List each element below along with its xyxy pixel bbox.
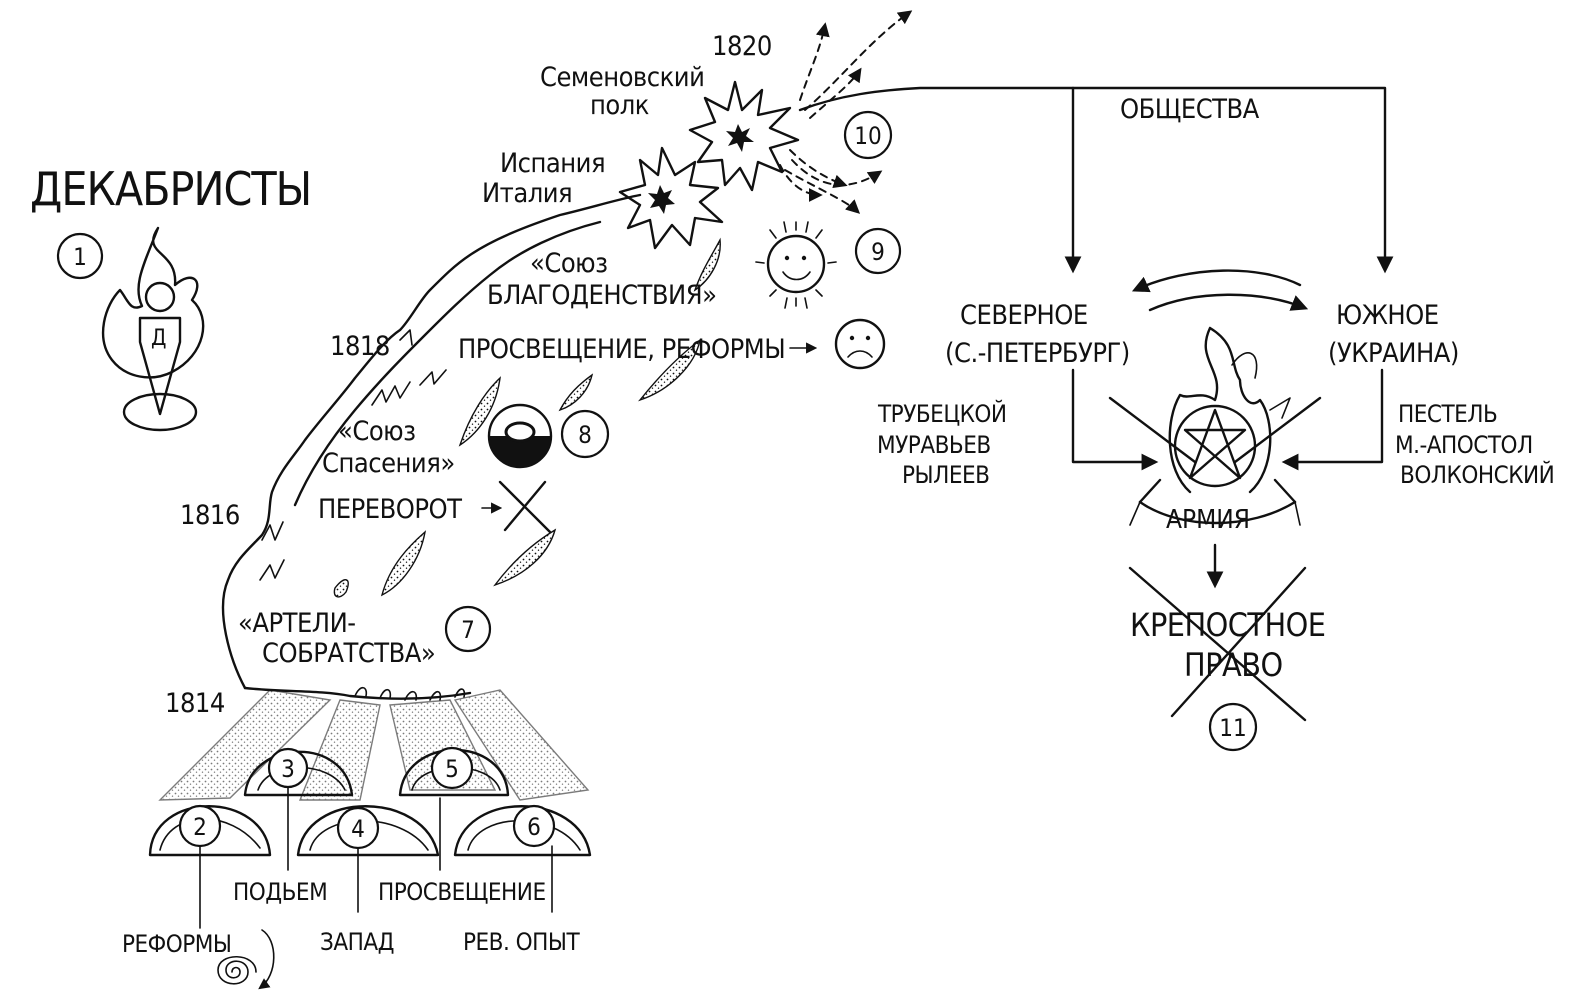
salvation-label-line1: «Союз <box>338 416 416 447</box>
societies-header: ОБЩЕСТВА <box>1120 94 1260 125</box>
svg-text:3: 3 <box>281 755 295 783</box>
number-badge-10: 10 <box>843 110 893 160</box>
svg-text:1: 1 <box>73 243 87 271</box>
south-member-2: М.-АПОСТОЛ <box>1395 431 1533 459</box>
number-badge-11: 11 <box>1208 702 1258 752</box>
number-badge-6: 6 <box>512 804 556 848</box>
sun-smiley-icon <box>755 221 837 309</box>
south-member-1: ПЕСТЕЛЬ <box>1398 400 1497 428</box>
artels-label-line1: «АРТЕЛИ- <box>238 608 356 639</box>
sad-face-icon <box>834 318 886 370</box>
root-label-west: ЗАПАД <box>320 928 394 956</box>
half-filled-circle-icon <box>487 403 553 469</box>
north-society-city: (С.-ПЕТЕРБУРГ) <box>945 338 1130 369</box>
welfare-label-line2: БЛАГОДЕНСТВИЯ» <box>487 280 716 311</box>
south-member-3: ВОЛКОНСКИЙ <box>1400 460 1554 489</box>
roots-group: 2 3 4 5 6 РЕФОРМЫ ПОДЬЕМ ЗАПАД ПРОСВЕЩЕН… <box>122 689 592 990</box>
number-badge-3: 3 <box>267 747 309 789</box>
serfdom-cross-icon <box>1128 566 1307 722</box>
year-1816: 1816 <box>180 500 240 531</box>
spain-label: Испания <box>500 148 605 179</box>
svg-text:10: 10 <box>854 122 881 150</box>
svg-text:9: 9 <box>871 238 885 266</box>
south-society-label: ЮЖНОЕ <box>1336 300 1439 331</box>
root-label-enlightenment: ПРОСВЕЩЕНИЕ <box>378 878 546 906</box>
root-label-rise: ПОДЬЕМ <box>233 878 327 906</box>
south-society-city: (УКРАИНА) <box>1328 338 1459 369</box>
serfdom-label-line1: КРЕПОСТНОЕ <box>1130 606 1325 644</box>
cross-mark-icon <box>498 480 552 534</box>
diagram-title: ДЕКАБРИСТЫ <box>30 162 311 216</box>
serfdom-label-line2: ПРАВО <box>1184 646 1283 684</box>
north-society-label: СЕВЕРНОЕ <box>960 300 1088 331</box>
svg-text:11: 11 <box>1219 714 1246 742</box>
svg-text:2: 2 <box>193 813 207 841</box>
spiral-icon <box>217 956 257 985</box>
coup-label: ПЕРЕВОРОТ <box>318 494 462 525</box>
explosion-semenovsky-icon <box>688 80 800 192</box>
north-member-3: РЫЛЕЕВ <box>902 461 989 489</box>
number-badge-4: 4 <box>336 806 380 850</box>
number-badge-2: 2 <box>178 804 222 848</box>
svg-text:4: 4 <box>351 815 365 843</box>
number-badge-5: 5 <box>430 746 474 790</box>
torch-emblem-icon: Д <box>101 226 205 432</box>
explosion-spain-icon <box>618 146 724 250</box>
army-label: АРМИЯ <box>1166 505 1250 535</box>
root-label-reforms: РЕФОРМЫ <box>122 930 231 958</box>
svg-text:8: 8 <box>578 421 592 449</box>
year-1814: 1814 <box>165 688 225 719</box>
enlightenment-reforms-label: ПРОСВЕЩЕНИЕ, РЕФОРМЫ <box>458 334 785 365</box>
root-label-rev-experience: РЕВ. ОПЫТ <box>463 928 580 956</box>
army-campfire-icon: АРМИЯ <box>1108 326 1322 535</box>
artels-label-line2: СОБРАТСТВА» <box>262 638 435 669</box>
semenovsky-label-line1: Семеновский <box>540 62 704 93</box>
number-badge-9: 9 <box>854 227 902 275</box>
flame-shape <box>221 193 721 701</box>
number-badge-8: 8 <box>560 409 610 459</box>
year-1820: 1820 <box>712 31 772 62</box>
svg-text:6: 6 <box>527 813 541 841</box>
cycle-arrow-icon <box>258 929 275 990</box>
svg-text:7: 7 <box>461 616 475 644</box>
number-badge-7: 7 <box>444 605 492 653</box>
italy-label: Италия <box>482 178 572 209</box>
salvation-label-line2: Спасения» <box>322 448 455 479</box>
emblem-letter: Д <box>151 326 166 351</box>
semenovsky-label-line2: полк <box>590 90 649 121</box>
year-1818: 1818 <box>330 331 390 362</box>
north-member-2: МУРАВЬЕВ <box>877 431 991 459</box>
welfare-label-line1: «Союз <box>530 248 608 279</box>
svg-text:5: 5 <box>445 755 459 783</box>
north-member-1: ТРУБЕЦКОЙ <box>877 399 1007 428</box>
number-badge-1: 1 <box>56 232 104 280</box>
